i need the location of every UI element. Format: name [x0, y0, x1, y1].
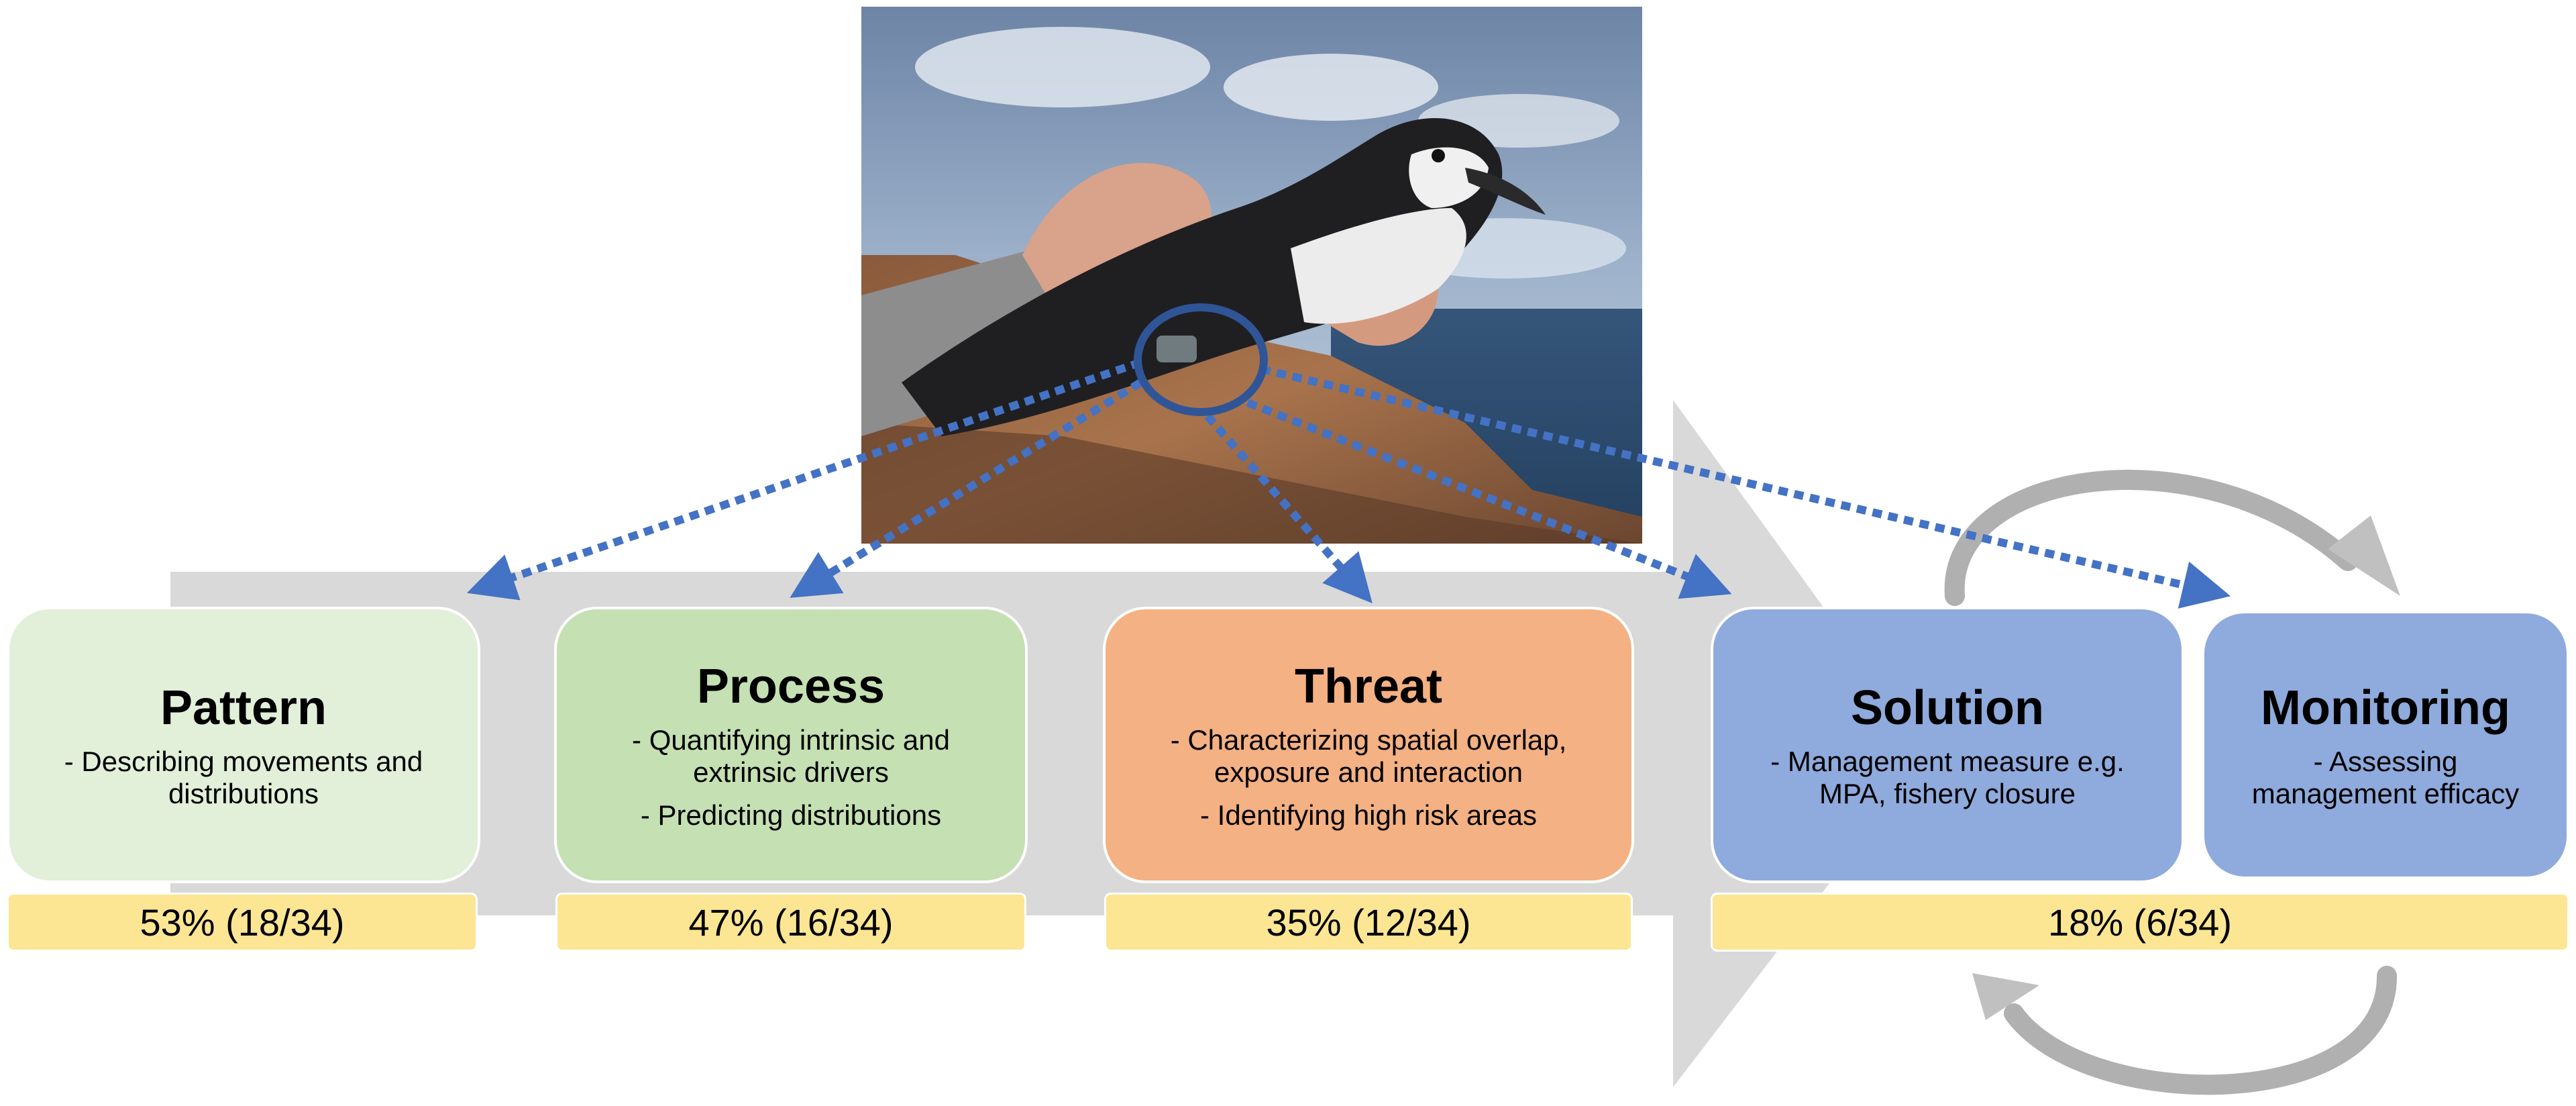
stage-title: Pattern [160, 681, 327, 735]
percent-bar-process: 47% (16/34) [555, 893, 1026, 952]
cycle-arrowhead-bottom [1972, 973, 2039, 1020]
stage-title: Monitoring [2261, 681, 2510, 735]
stage-solution: Solution - Management measure e.g. MPA, … [1711, 607, 2184, 883]
stage-description: - Describing movements and distributions [64, 746, 423, 809]
percent-bar-threat: 35% (12/34) [1104, 893, 1633, 952]
cloud [915, 27, 1210, 107]
bird-photo [861, 7, 1642, 544]
stage-threat: Threat - Characterizing spatial overlap,… [1103, 607, 1634, 883]
stage-description: - Management measure e.g. MPA, fishery c… [1770, 746, 2125, 809]
stage-description: - Predicting distributions [640, 799, 942, 831]
percent-bar-solution-monitoring: 18% (6/34) [1711, 893, 2569, 952]
stage-description: - Characterizing spatial overlap, exposu… [1170, 724, 1567, 788]
percent-bar-pattern: 53% (18/34) [7, 893, 478, 952]
stage-title: Solution [1851, 681, 2044, 735]
bird-belly [1291, 208, 1466, 324]
stage-title: Process [696, 660, 885, 713]
gps-tag [1157, 336, 1197, 362]
bird-beak [1465, 168, 1546, 215]
cycle-arrow-top [1944, 470, 2358, 606]
stage-description: - Quantifying intrinsic and extrinsic dr… [632, 724, 950, 788]
bird-eye [1432, 149, 1445, 162]
stage-process: Process - Quantifying intrinsic and extr… [554, 607, 1028, 883]
cloud [1224, 54, 1438, 121]
stage-description: - Assessing management efficacy [2251, 746, 2520, 809]
stage-monitoring: Monitoring - Assessing management effica… [2202, 611, 2569, 879]
cycle-arrow-bottom [2004, 966, 2398, 1095]
stage-title: Threat [1294, 660, 1443, 713]
bird-face [1409, 147, 1489, 208]
stage-description: - Identifying high risk areas [1200, 799, 1537, 831]
cycle-arrowhead-top [2328, 515, 2400, 596]
stage-pattern: Pattern - Describing movements and distr… [7, 607, 480, 883]
bird-body [902, 118, 1503, 436]
